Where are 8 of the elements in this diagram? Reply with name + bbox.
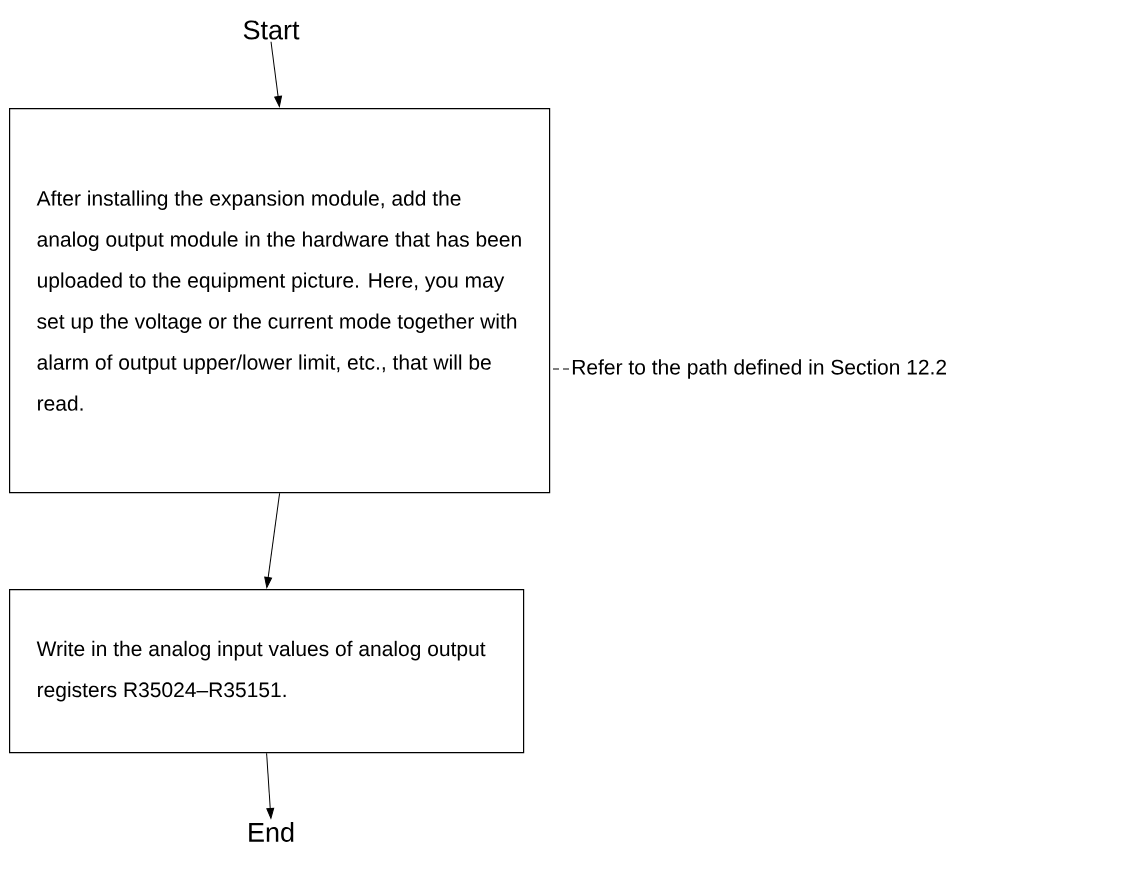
process-box: After installing the expansion module, add the analog output module in the hardware that has been uploaded to the equipment picture. Here, you may set up the voltage or the current mode together with alarm of output upper/lower limit, etc., that will be read. (9, 108, 551, 494)
note-text: Refer to the path defined in Section 12.2 (572, 359, 946, 379)
arrow (266, 752, 275, 819)
arrow (264, 492, 281, 588)
terminal-label: Start (243, 20, 300, 40)
terminal-label: End (249, 822, 294, 842)
process-box: Write in the analog input values of analog output registers R35024–R35151. (9, 589, 525, 754)
arrow (270, 41, 283, 107)
